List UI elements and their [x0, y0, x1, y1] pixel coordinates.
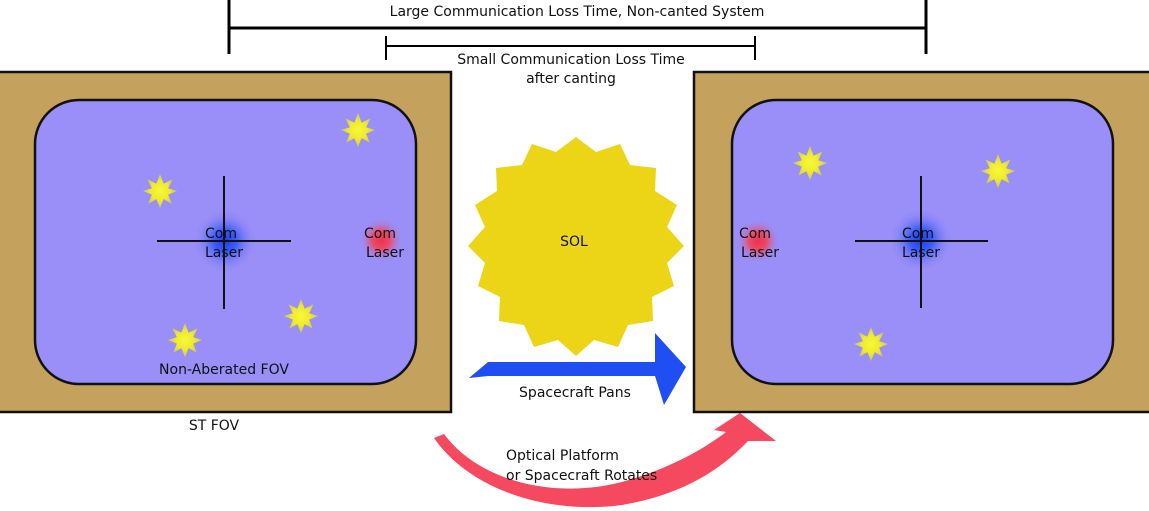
laser-label-right-center: Laser: [902, 245, 940, 261]
spacecraft-pans-label: Spacecraft Pans: [519, 385, 631, 401]
laser-label-left-offset: Laser: [366, 245, 404, 261]
laser-label-left-center: Laser: [205, 245, 243, 261]
rotate-label-line2: or Spacecraft Rotates: [506, 468, 657, 484]
laser-label-right-offset: Laser: [741, 245, 779, 261]
com-label-right-center: Com: [902, 226, 934, 242]
large-loss-bracket: [227, 0, 928, 54]
com-label-left-center: Com: [205, 226, 237, 242]
com-laser-spot-offset-right: [736, 219, 780, 263]
crosshair-left: [157, 176, 291, 309]
small-loss-label-line1: Small Communication Loss Time: [457, 52, 685, 68]
small-loss-label-line2: after canting: [526, 71, 616, 87]
com-laser-spot-offset-left: [359, 218, 403, 262]
spacecraft-pans-arrow: [469, 333, 686, 405]
com-label-left-offset: Com: [364, 226, 396, 242]
st-fov-label: ST FOV: [189, 418, 240, 434]
non-aberated-fov-label: Non-Aberated FOV: [159, 362, 289, 378]
rotate-arrow: [434, 413, 776, 508]
crosshair-right: [855, 176, 988, 308]
small-loss-bracket: [385, 36, 756, 60]
large-loss-label: Large Communication Loss Time, Non-cante…: [390, 4, 765, 20]
sol-label: SOL: [560, 234, 588, 250]
com-label-right-offset: Com: [739, 226, 771, 242]
rotate-label-line1: Optical Platform: [506, 448, 619, 464]
sun-shape: [468, 137, 684, 356]
